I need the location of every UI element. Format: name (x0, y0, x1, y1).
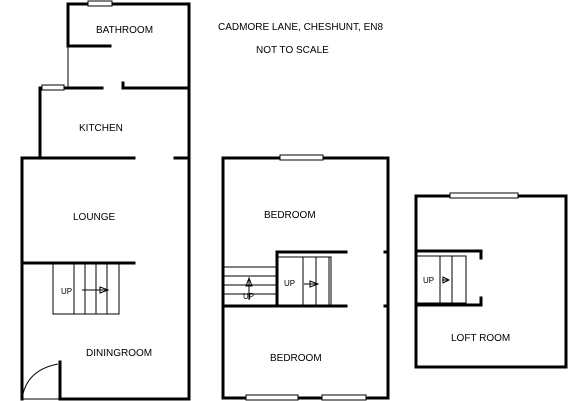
loft-window (449, 192, 519, 199)
first-stair-lower-up-label: UP (243, 292, 254, 301)
loft-stair-arrow (442, 276, 451, 284)
front-bedroom-window (279, 154, 324, 161)
loft-stair (415, 255, 467, 304)
ground-floor-plan: UP BATHROOM KITCHEN LOUNGE DININGROOM (20, 0, 191, 401)
bedroom-front-label: BEDROOM (264, 210, 316, 221)
loft-floor-plan: UP LOFT ROOM (414, 192, 568, 369)
ground-stair (52, 262, 120, 315)
first-stair-up-label: UP (284, 279, 295, 288)
rear-bedroom-window-right (321, 394, 367, 401)
loft-room-label: LOFT ROOM (451, 333, 510, 344)
first-stair-arrow (309, 280, 320, 288)
kitchen-label: KITCHEN (79, 123, 123, 134)
first-stair-lower-arrow (245, 276, 253, 287)
address-label: CADMORE LANE, CHESHUNT, EN8 (218, 22, 383, 33)
bathroom-window (87, 0, 113, 7)
scale-note: NOT TO SCALE (256, 45, 329, 56)
diningroom-label: DININGROOM (86, 348, 152, 359)
kitchen-window (41, 84, 65, 91)
front-door-swing (21, 363, 59, 400)
bathroom-label: BATHROOM (96, 25, 153, 36)
lounge-label: LOUNGE (73, 212, 116, 223)
first-stair-upper (276, 256, 332, 306)
bedroom-rear-label: BEDROOM (270, 353, 322, 364)
loft-stair-up-label: UP (423, 276, 434, 285)
bathroom-walls (66, 2, 191, 89)
first-floor-plan: UP UP BEDROOM BEDROOM (221, 154, 390, 401)
rear-bedroom-window-left (245, 394, 299, 401)
ground-stair-up-label: UP (61, 287, 72, 296)
